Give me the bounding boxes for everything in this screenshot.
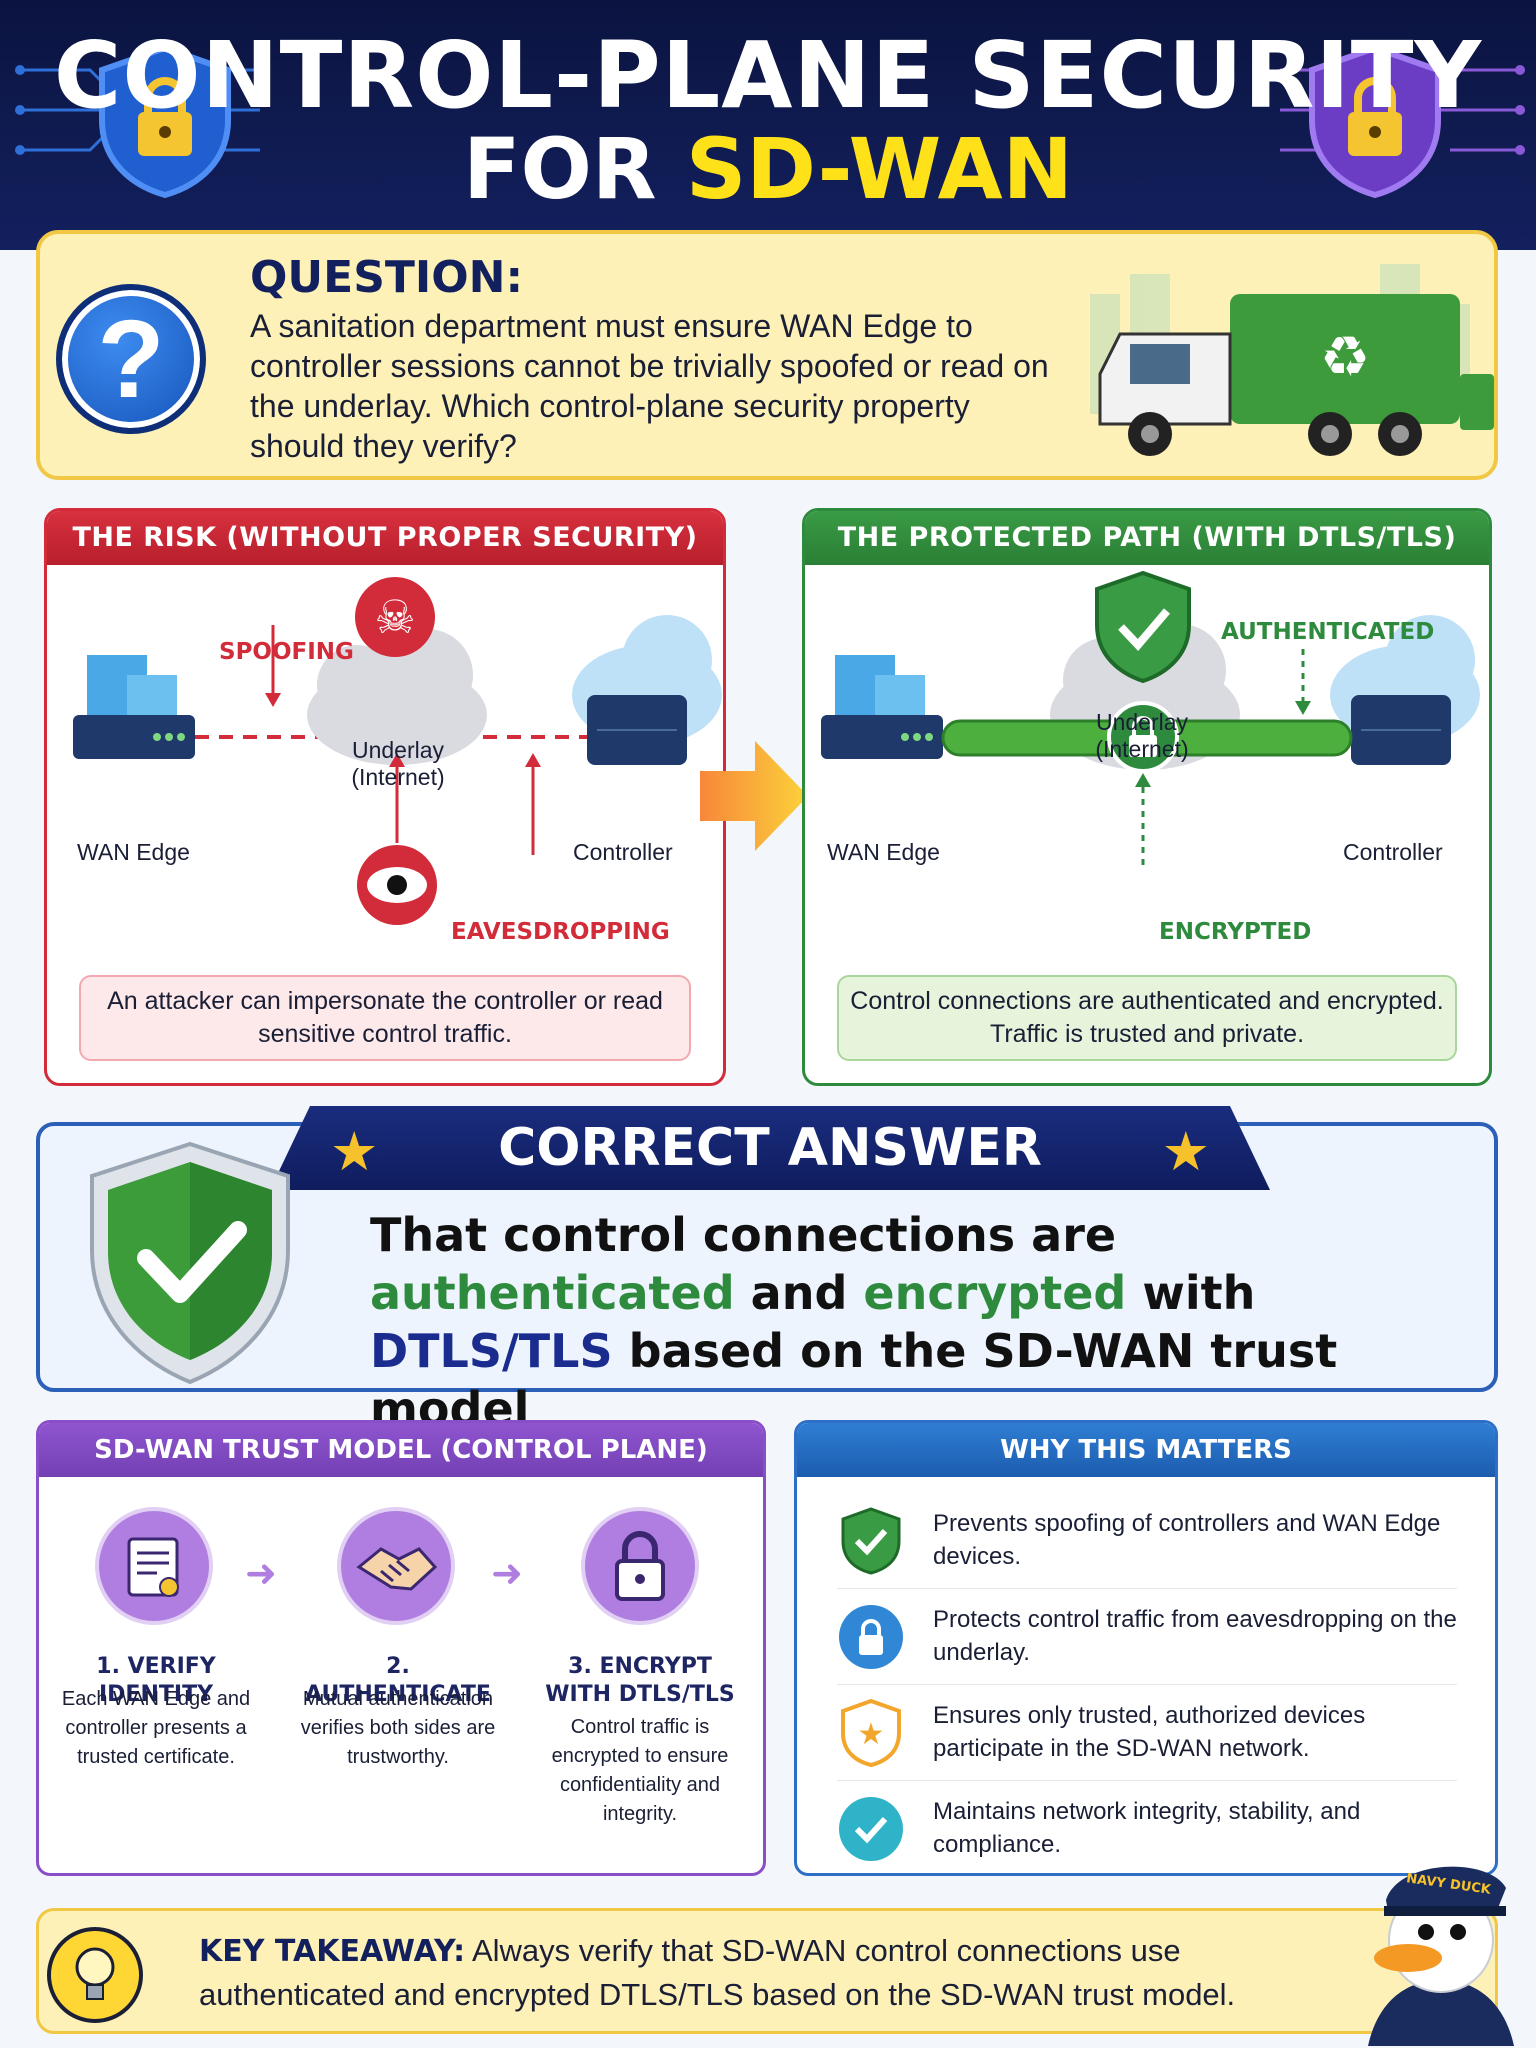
encrypted-label: ENCRYPTED bbox=[1159, 919, 1312, 945]
underlay-label-line1: Underlay bbox=[1095, 709, 1189, 735]
check-shield-icon bbox=[841, 1507, 901, 1575]
svg-text:★: ★ bbox=[858, 1717, 885, 1752]
answer-text: That control connections are authenticat… bbox=[370, 1206, 1480, 1438]
step-3-desc: Control traffic is encrypted to ensure c… bbox=[551, 1716, 729, 1825]
answer-part1: That control connections are bbox=[370, 1208, 1117, 1262]
circuit-lines-icon bbox=[1280, 65, 1525, 155]
question-card: ? QUESTION: A sanitation department must… bbox=[36, 230, 1498, 480]
step-1-desc: Each WAN Edge and controller presents a … bbox=[61, 1688, 251, 1768]
check-shield-icon bbox=[90, 1141, 290, 1385]
star-icon: ★ bbox=[330, 1122, 379, 1182]
eavesdropping-label: EAVESDROPPING bbox=[451, 919, 670, 945]
correct-answer-card: ★ CORRECT ANSWER ★ That control connecti… bbox=[36, 1106, 1498, 1436]
star-shield-icon: ★ bbox=[841, 1699, 901, 1767]
controller-label: Controller bbox=[1343, 839, 1443, 865]
building-icon bbox=[87, 655, 177, 725]
authenticated-label: AUTHENTICATED bbox=[1221, 619, 1435, 645]
step-2-title: 2. AUTHENTICATE bbox=[305, 1654, 491, 1707]
header-banner: CONTROL-PLANE SECURITY FOR SD-WAN bbox=[0, 0, 1536, 250]
padlock-icon bbox=[581, 1507, 699, 1625]
wan-edge-label: WAN Edge bbox=[827, 839, 940, 865]
step-3-title: 3. ENCRYPT WITH DTLS/TLS bbox=[545, 1654, 735, 1707]
question-mark-icon: ? bbox=[56, 284, 206, 434]
protected-panel-title: THE PROTECTED PATH (WITH DTLS/TLS) bbox=[805, 511, 1489, 565]
question-label: QUESTION: bbox=[250, 252, 524, 303]
arrow-right-icon bbox=[700, 741, 808, 851]
underlay-label-line2: (Internet) bbox=[1095, 736, 1189, 762]
answer-authenticated: authenticated bbox=[370, 1266, 735, 1320]
controller-label: Controller bbox=[573, 839, 673, 865]
why-item: Prevents spoofing of controllers and WAN… bbox=[837, 1493, 1457, 1589]
why-title: WHY THIS MATTERS bbox=[797, 1423, 1495, 1477]
underlay-label-line1: Underlay bbox=[351, 737, 445, 763]
risk-panel-title: THE RISK (WITHOUT PROPER SECURITY) bbox=[47, 511, 723, 565]
protected-diagram bbox=[821, 570, 1480, 865]
router-icon bbox=[821, 715, 943, 759]
certificate-icon bbox=[95, 1507, 213, 1625]
garbage-truck-icon: ♻ bbox=[1090, 264, 1494, 456]
arrow-right-icon: ➜ bbox=[245, 1553, 277, 1595]
underlay-label-line2: (Internet) bbox=[351, 764, 445, 790]
page-subtitle: FOR SD-WAN bbox=[0, 120, 1536, 218]
lock-shield-icon bbox=[99, 44, 231, 199]
handshake-icon bbox=[337, 1507, 455, 1625]
star-icon: ★ bbox=[1161, 1122, 1210, 1182]
why-item: Protects control traffic from eavesdropp… bbox=[837, 1589, 1457, 1685]
question-text: A sanitation department must ensure WAN … bbox=[250, 308, 1049, 464]
spoofing-label: SPOOFING bbox=[219, 639, 354, 665]
title-for: FOR bbox=[463, 120, 686, 218]
step-1-title: 1. VERIFY IDENTITY bbox=[96, 1654, 216, 1707]
answer-banner-text: CORRECT ANSWER bbox=[498, 1118, 1042, 1178]
page-title: CONTROL-PLANE SECURITY bbox=[53, 22, 1483, 129]
navy-duck-mascot-icon: NAVY DUCK bbox=[1368, 1866, 1514, 2046]
protected-panel: THE PROTECTED PATH (WITH DTLS/TLS) AUTHE… bbox=[802, 508, 1492, 1086]
lightbulb-icon bbox=[47, 1927, 143, 2023]
lock-circle-icon bbox=[839, 1605, 903, 1669]
lock-shield-icon bbox=[1309, 44, 1441, 199]
router-icon bbox=[73, 715, 195, 759]
svg-text:☠: ☠ bbox=[374, 590, 415, 644]
trust-model-title: SD-WAN TRUST MODEL (CONTROL PLANE) bbox=[39, 1423, 763, 1477]
answer-with: with bbox=[1126, 1266, 1256, 1320]
why-item-text: Prevents spoofing of controllers and WAN… bbox=[933, 1510, 1441, 1570]
why-item-text: Protects control traffic from eavesdropp… bbox=[933, 1606, 1457, 1666]
arrow-right-icon: ➜ bbox=[491, 1553, 523, 1595]
why-item-text: Maintains network integrity, stability, … bbox=[933, 1798, 1361, 1858]
why-item-text: Ensures only trusted, authorized devices… bbox=[933, 1702, 1366, 1762]
why-panel: WHY THIS MATTERS Prevents spoofing of co… bbox=[794, 1420, 1498, 1876]
risk-caption: An attacker can impersonate the controll… bbox=[79, 975, 691, 1061]
step-2-desc: Mutual authentication verifies both side… bbox=[300, 1688, 496, 1768]
why-item: ★ Ensures only trusted, authorized devic… bbox=[837, 1685, 1457, 1781]
why-item: Maintains network integrity, stability, … bbox=[837, 1781, 1457, 1873]
risk-diagram: ☠ bbox=[73, 577, 722, 925]
takeaway-text: KEY TAKEAWAY: Always verify that SD-WAN … bbox=[199, 1929, 1299, 2016]
wan-edge-label: WAN Edge bbox=[77, 839, 190, 865]
svg-text:♻: ♻ bbox=[1320, 325, 1370, 390]
answer-dtls: DTLS/TLS bbox=[370, 1324, 613, 1378]
answer-encrypted: encrypted bbox=[863, 1266, 1127, 1320]
check-circle-icon bbox=[839, 1797, 903, 1861]
takeaway-label: KEY TAKEAWAY: bbox=[199, 1934, 466, 1969]
takeaway-body: Always verify that SD-WAN control connec… bbox=[199, 1933, 1236, 2012]
hacker-icon bbox=[355, 577, 435, 657]
underlay-label: Underlay (Internet) bbox=[1067, 709, 1217, 763]
building-icon bbox=[835, 655, 925, 725]
risk-panel: THE RISK (WITHOUT PROPER SECURITY) ☠ bbox=[44, 508, 726, 1086]
title-highlight: SD-WAN bbox=[685, 120, 1073, 218]
key-takeaway-card: KEY TAKEAWAY: Always verify that SD-WAN … bbox=[36, 1908, 1498, 2034]
answer-and: and bbox=[734, 1266, 864, 1320]
underlay-label: Underlay (Internet) bbox=[325, 737, 471, 791]
answer-banner: ★ CORRECT ANSWER ★ bbox=[270, 1106, 1270, 1190]
check-shield-icon bbox=[1095, 570, 1191, 684]
protected-caption: Control connections are authenticated an… bbox=[837, 975, 1457, 1061]
trust-model-panel: SD-WAN TRUST MODEL (CONTROL PLANE) ➜ ➜ 1… bbox=[36, 1420, 766, 1876]
